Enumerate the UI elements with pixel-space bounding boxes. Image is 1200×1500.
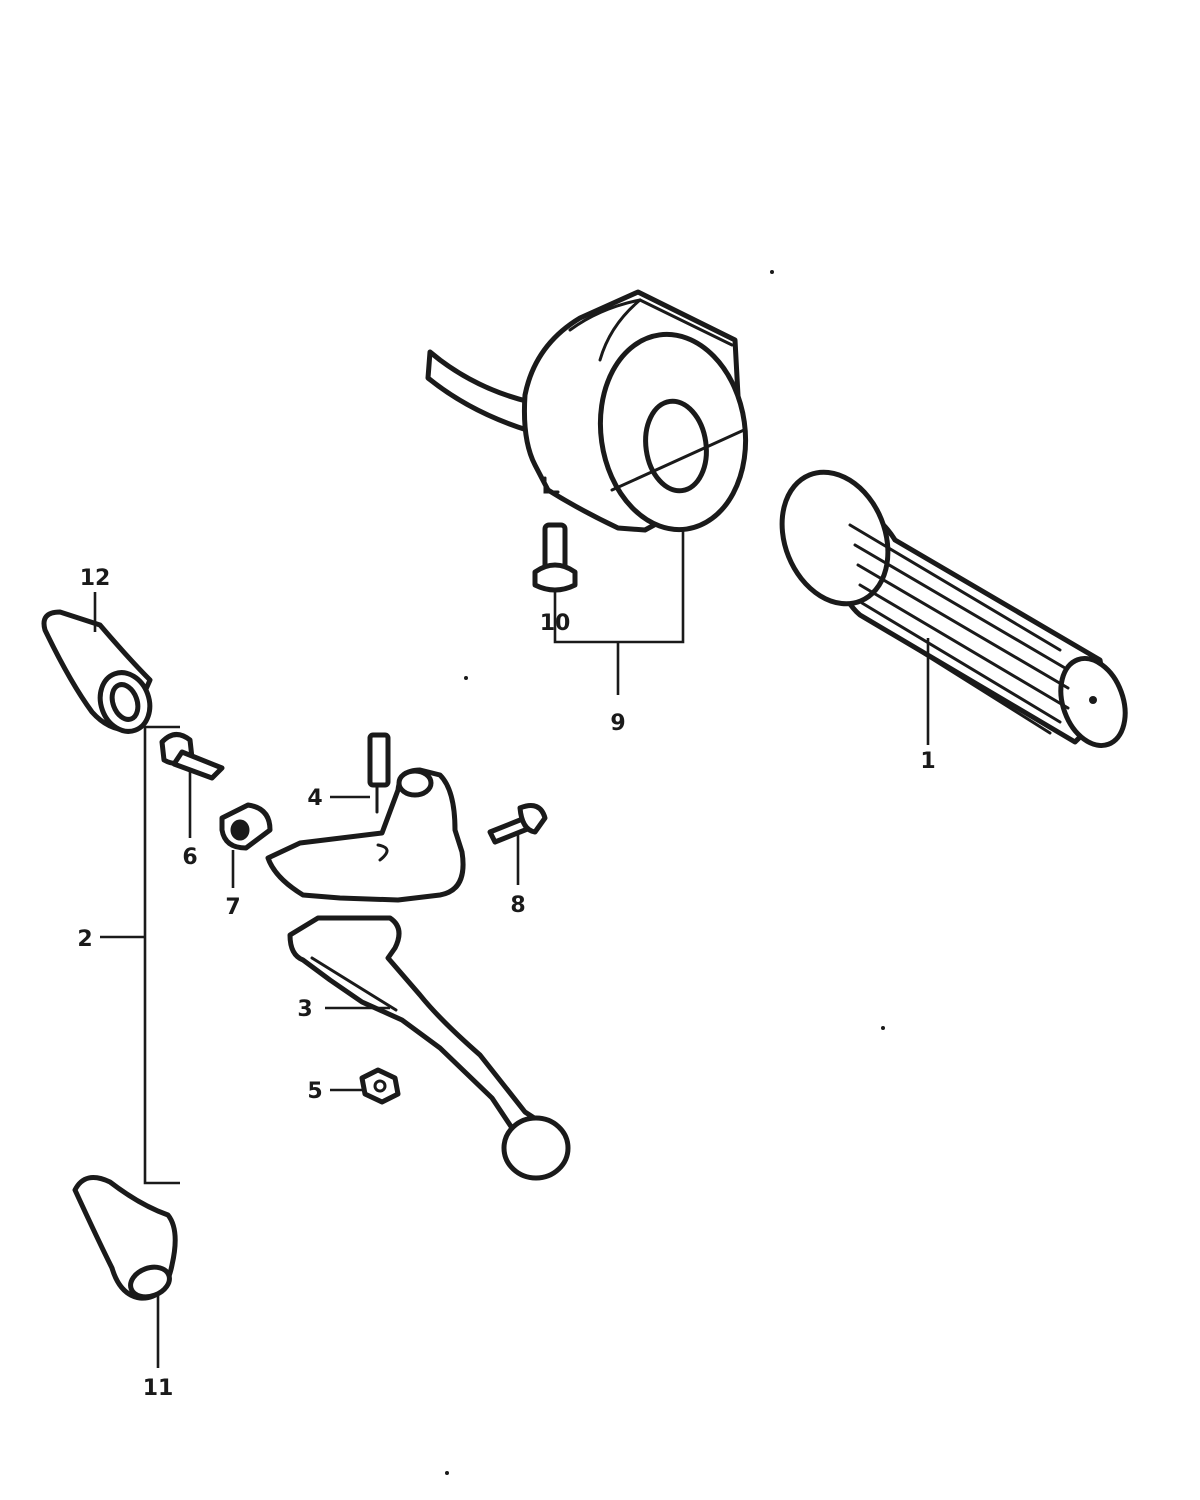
callout-8: 8 bbox=[510, 893, 525, 918]
callout-3: 3 bbox=[297, 997, 312, 1022]
part-7-nut bbox=[219, 802, 273, 851]
scan-specks bbox=[445, 270, 885, 1475]
callout-4: 4 bbox=[307, 786, 322, 811]
part-1-grip bbox=[779, 469, 1128, 749]
part-11-boot bbox=[72, 1175, 178, 1301]
callout-11: 11 bbox=[143, 1376, 174, 1401]
leader-2-bracket bbox=[143, 725, 180, 1185]
callout-6: 6 bbox=[182, 845, 197, 870]
callout-10: 10 bbox=[540, 611, 571, 636]
callout-9: 9 bbox=[610, 711, 625, 736]
callout-2: 2 bbox=[77, 927, 92, 952]
part-5-nut bbox=[359, 1067, 401, 1105]
part-12-sleeve bbox=[41, 609, 153, 734]
callout-7: 7 bbox=[225, 895, 240, 920]
callout-1: 1 bbox=[920, 749, 935, 774]
part-9-switch-housing bbox=[425, 289, 749, 533]
part-4-pin bbox=[367, 732, 391, 814]
part-10-screw bbox=[532, 522, 578, 593]
callout-12: 12 bbox=[80, 566, 111, 591]
lever-bracket bbox=[265, 767, 466, 903]
part-6-bolt bbox=[159, 732, 225, 781]
callout-5: 5 bbox=[307, 1079, 322, 1104]
callout-labels: 1 2 3 4 5 6 7 8 9 10 11 12 bbox=[77, 566, 935, 1401]
leader-lines bbox=[93, 530, 930, 1368]
part-3-lever bbox=[287, 915, 571, 1181]
part-8-screw bbox=[487, 803, 548, 845]
